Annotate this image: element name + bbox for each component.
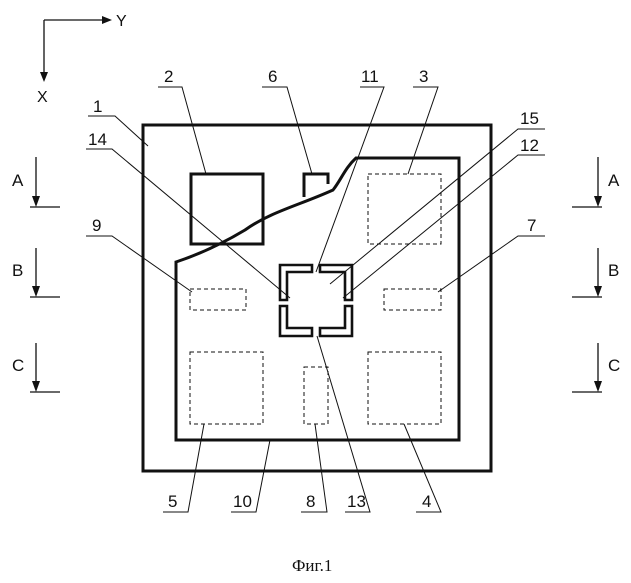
outer-frame: [143, 125, 491, 471]
pad-9: [190, 289, 246, 310]
ref-label-10: 10: [233, 492, 252, 511]
pad-5: [190, 352, 263, 424]
inner-plate: [176, 158, 459, 440]
section-markers-left: A B C: [12, 157, 60, 392]
section-label-right-b: B: [608, 261, 619, 280]
pad-3: [368, 174, 441, 244]
pad-8: [304, 367, 328, 424]
pad-7: [384, 289, 441, 310]
ref-label-5: 5: [168, 492, 177, 511]
ref-label-8: 8: [306, 492, 315, 511]
x-axis-label: X: [37, 89, 48, 106]
leader-lines: [86, 87, 545, 512]
pad-4: [368, 352, 441, 424]
ref-label-6: 6: [268, 67, 277, 86]
ref-label-4: 4: [422, 492, 431, 511]
section-label-left-a: A: [12, 171, 24, 190]
ref-label-12: 12: [520, 136, 539, 155]
ref-label-11: 11: [361, 67, 379, 86]
section-label-right-c: C: [608, 356, 620, 375]
figure-caption: Фиг.1: [292, 556, 332, 575]
section-markers-right: A B C: [572, 157, 620, 392]
component-2: [191, 174, 263, 244]
reference-numerals: 1 2 3 6 11 14 15 12 9 7 5 10 8 13 4: [88, 67, 539, 511]
section-label-left-c: C: [12, 356, 24, 375]
ref-label-15: 15: [520, 109, 539, 128]
axes-indicator: Y X: [37, 13, 127, 106]
y-axis-label: Y: [116, 13, 127, 30]
ref-label-1: 1: [93, 97, 102, 116]
ref-label-14: 14: [88, 130, 107, 149]
ref-label-3: 3: [419, 67, 428, 86]
ref-label-13: 13: [347, 492, 366, 511]
central-cross-structure: [280, 265, 352, 336]
section-label-right-a: A: [608, 171, 620, 190]
ref-label-7: 7: [527, 216, 536, 235]
ref-label-2: 2: [164, 67, 173, 86]
section-label-left-b: B: [12, 261, 23, 280]
ref-label-9: 9: [92, 216, 101, 235]
